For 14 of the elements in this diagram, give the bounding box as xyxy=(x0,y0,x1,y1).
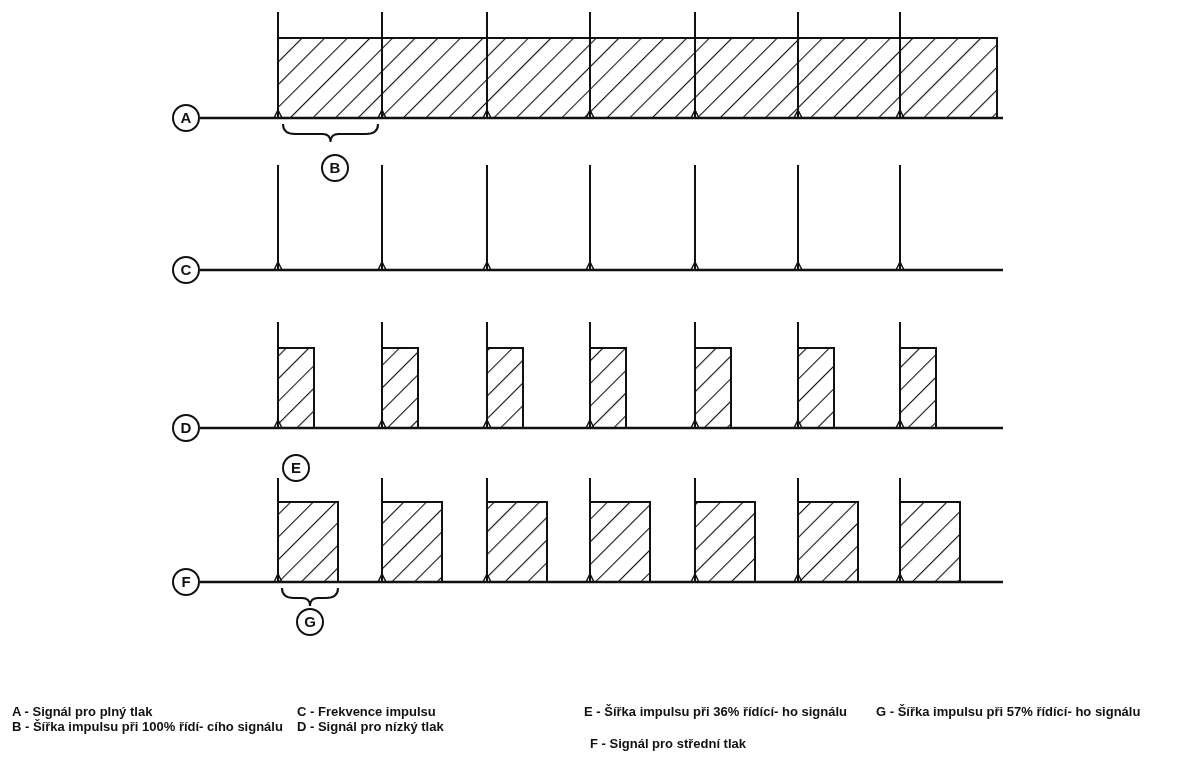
callout-letter: A xyxy=(172,104,200,132)
callout-letter: E xyxy=(282,454,310,482)
legend-text: G - Šířka impulsu při 57% řídící- ho signálu xyxy=(876,704,1142,719)
callout-letter: B xyxy=(321,154,349,182)
legend-text: B - Šířka impulsu při 100% řídí- cího signálu xyxy=(12,719,284,734)
callout-letter: D xyxy=(172,414,200,442)
legend-text: D - Signál pro nízký tlak xyxy=(297,719,445,734)
callout-letter: C xyxy=(172,256,200,284)
callout-letter: F xyxy=(172,568,200,596)
legend-text: C - Frekvence impulsu xyxy=(297,704,437,719)
legend-text: F - Signál pro střední tlak xyxy=(590,736,748,751)
legend-text: A - Signál pro plný tlak xyxy=(12,704,154,719)
legend-text: E - Šířka impulsu při 36% řídící- ho signálu xyxy=(584,704,848,719)
callout-letter: G xyxy=(296,608,324,636)
